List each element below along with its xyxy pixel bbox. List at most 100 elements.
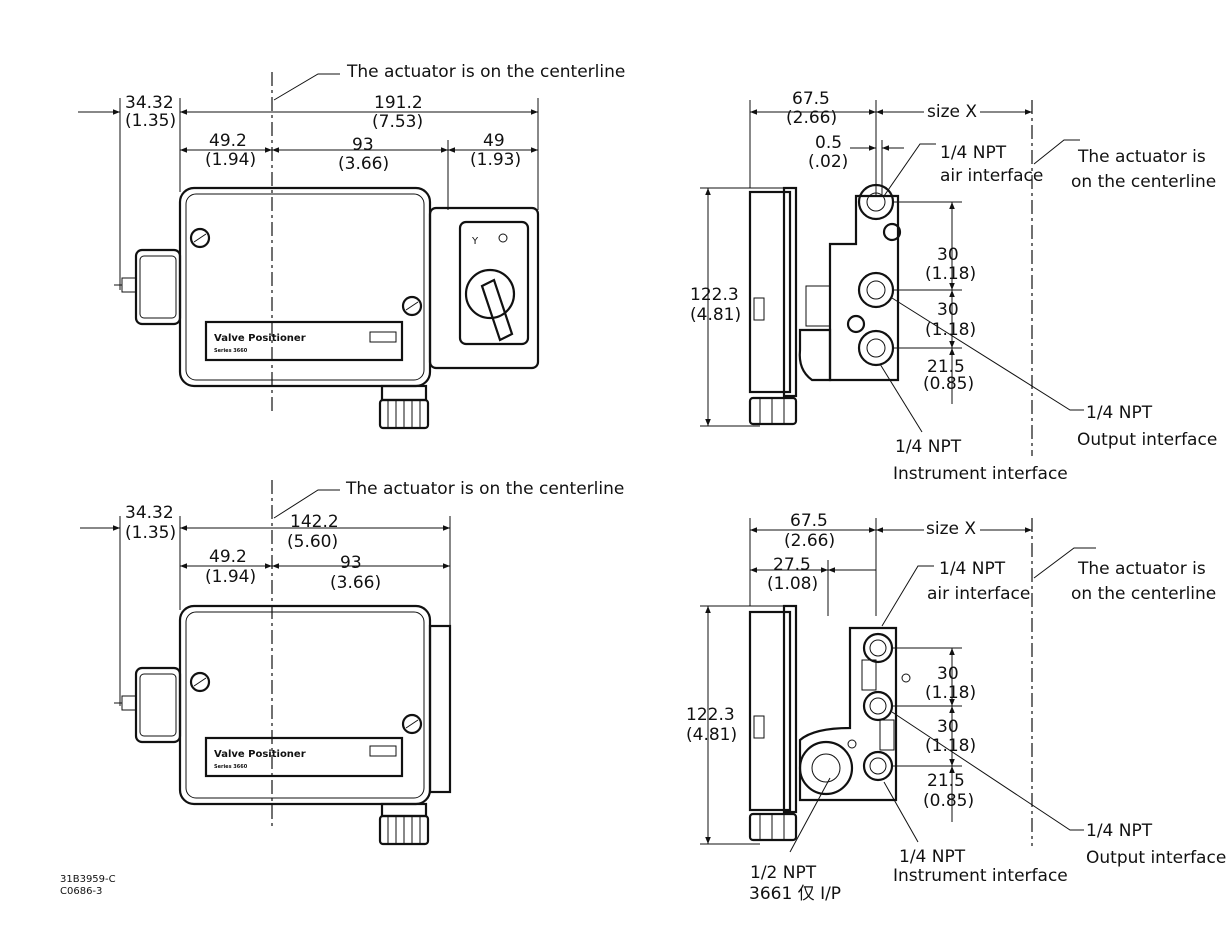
dim-overall-inch: (7.53)	[372, 112, 423, 132]
air-label: 1/4 NPT	[939, 559, 1006, 579]
dim-pitch-1: 30	[937, 664, 959, 684]
output-label-2: Output interface	[1086, 848, 1226, 868]
dim-c: 49	[483, 131, 505, 151]
centerline-leader	[273, 489, 340, 519]
centerline-leader	[273, 73, 340, 101]
svg-text:Y: Y	[471, 236, 479, 247]
instrument-label: 1/4 NPT	[899, 847, 966, 867]
drawing-number: 31B3959-C	[60, 874, 116, 885]
ip-label-2: 3661 仅 I/P	[749, 884, 841, 904]
output-leader	[891, 711, 1084, 831]
dim-b: 93	[340, 553, 362, 573]
cover-screw	[401, 713, 423, 735]
output-port	[857, 329, 895, 367]
bottom-connector	[380, 384, 428, 402]
dim-b-inch: (3.66)	[338, 154, 389, 174]
instrument-label: 1/4 NPT	[895, 437, 962, 457]
dim-a-inch: (1.94)	[205, 567, 256, 587]
ip-leader	[789, 777, 831, 853]
dim-depth-inch: (2.66)	[786, 108, 837, 128]
dim-a-inch: (1.94)	[205, 150, 256, 170]
air-leader	[883, 143, 936, 197]
centerline-note-2: on the centerline	[1071, 172, 1216, 192]
instrument-port	[862, 690, 894, 722]
dim-overall-inch: (5.60)	[287, 532, 338, 552]
ip-port	[798, 740, 854, 796]
front-view-top: The actuator is on the centerline 34.32 …	[78, 62, 625, 430]
nameplate-series: Series 3660	[214, 348, 248, 354]
dim-offset: 34.32	[125, 503, 174, 523]
dim-overall: 142.2	[290, 512, 339, 532]
gauge-connector	[134, 666, 182, 744]
dim-gap: 0.5	[815, 133, 842, 153]
dim-pitch-1: 30	[937, 245, 959, 265]
dim-overall: 191.2	[374, 93, 423, 113]
positioner-housing	[178, 186, 432, 388]
nameplate-title: Valve Positioner	[214, 749, 306, 760]
dim-pitch-3-inch: (0.85)	[923, 791, 974, 811]
dim-b: 93	[352, 135, 374, 155]
cover-screw	[189, 671, 211, 693]
output-label: 1/4 NPT	[1086, 821, 1153, 841]
air-label-2: air interface	[927, 584, 1030, 604]
dim-pitch-1-inch: (1.18)	[925, 264, 976, 284]
ip-label: 1/2 NPT	[750, 863, 817, 883]
nameplate	[204, 320, 404, 362]
side-view-top: 67.5 (2.66) size X 0.5 (.02) 122.3 (4.81…	[690, 89, 1217, 484]
nameplate-title: Valve Positioner	[214, 333, 306, 344]
dim-b-inch: (3.66)	[330, 573, 381, 593]
nameplate-series: Series 3660	[214, 764, 248, 770]
positioner-side-body	[748, 610, 792, 812]
dim-a: 49.2	[209, 131, 247, 151]
air-label: 1/4 NPT	[940, 143, 1007, 163]
dim-gap-inch: (1.08)	[767, 574, 818, 594]
output-leader	[891, 297, 1084, 411]
centerline-note-2: on the centerline	[1071, 584, 1216, 604]
positioner-housing	[178, 604, 432, 806]
gauge-connector	[134, 248, 182, 326]
air-leader	[881, 565, 934, 627]
centerline-note: The actuator is	[1077, 147, 1206, 167]
dim-height-inch: (4.81)	[690, 305, 741, 325]
air-port	[862, 632, 894, 664]
side-module	[428, 206, 540, 370]
dim-offset: 34.32	[125, 93, 174, 113]
selector-knob	[464, 268, 516, 320]
output-label: 1/4 NPT	[1086, 403, 1153, 423]
dim-depth-inch: (2.66)	[784, 531, 835, 551]
output-port	[862, 750, 894, 782]
instrument-leader	[883, 781, 919, 843]
dim-pitch-3: 21.5	[927, 771, 965, 791]
centerline-leader	[1033, 547, 1096, 579]
port-manifold	[798, 626, 898, 802]
instrument-leader	[879, 363, 923, 433]
centerline-note: The actuator is on the centerline	[345, 479, 624, 499]
instrument-label-2: Instrument interface	[893, 866, 1068, 886]
centerline-note: The actuator is on the centerline	[346, 62, 625, 82]
side-view-bottom: 67.5 (2.66) size X 27.5 (1.08) 122.3 (4.…	[686, 511, 1226, 904]
centerline-leader	[1033, 139, 1080, 165]
front-view-bottom: The actuator is on the centerline 34.32 …	[80, 479, 624, 846]
bottom-connector	[380, 802, 428, 818]
port-manifold	[828, 194, 900, 382]
dim-pitch-3-inch: (0.85)	[923, 374, 974, 394]
dim-pitch-3: 21.5	[927, 357, 965, 377]
dim-depth: 67.5	[792, 89, 830, 109]
dim-offset-inch: (1.35)	[125, 523, 176, 543]
air-label-2: air interface	[940, 166, 1043, 186]
dim-offset-inch: (1.35)	[125, 111, 176, 131]
dim-depth: 67.5	[790, 511, 828, 531]
dim-gap: 27.5	[773, 555, 811, 575]
dim-c-inch: (1.93)	[470, 150, 521, 170]
instrument-port	[857, 271, 895, 309]
dim-pitch-1-inch: (1.18)	[925, 683, 976, 703]
dim-height-inch: (4.81)	[686, 725, 737, 745]
size-label: size X	[926, 519, 976, 539]
dim-pitch-2: 30	[937, 300, 959, 320]
cover-screw	[401, 295, 423, 317]
dim-pitch-2: 30	[937, 717, 959, 737]
dim-a: 49.2	[209, 547, 247, 567]
drawing-ref: C0686-3	[60, 886, 102, 897]
dim-gap-inch: (.02)	[808, 152, 848, 172]
